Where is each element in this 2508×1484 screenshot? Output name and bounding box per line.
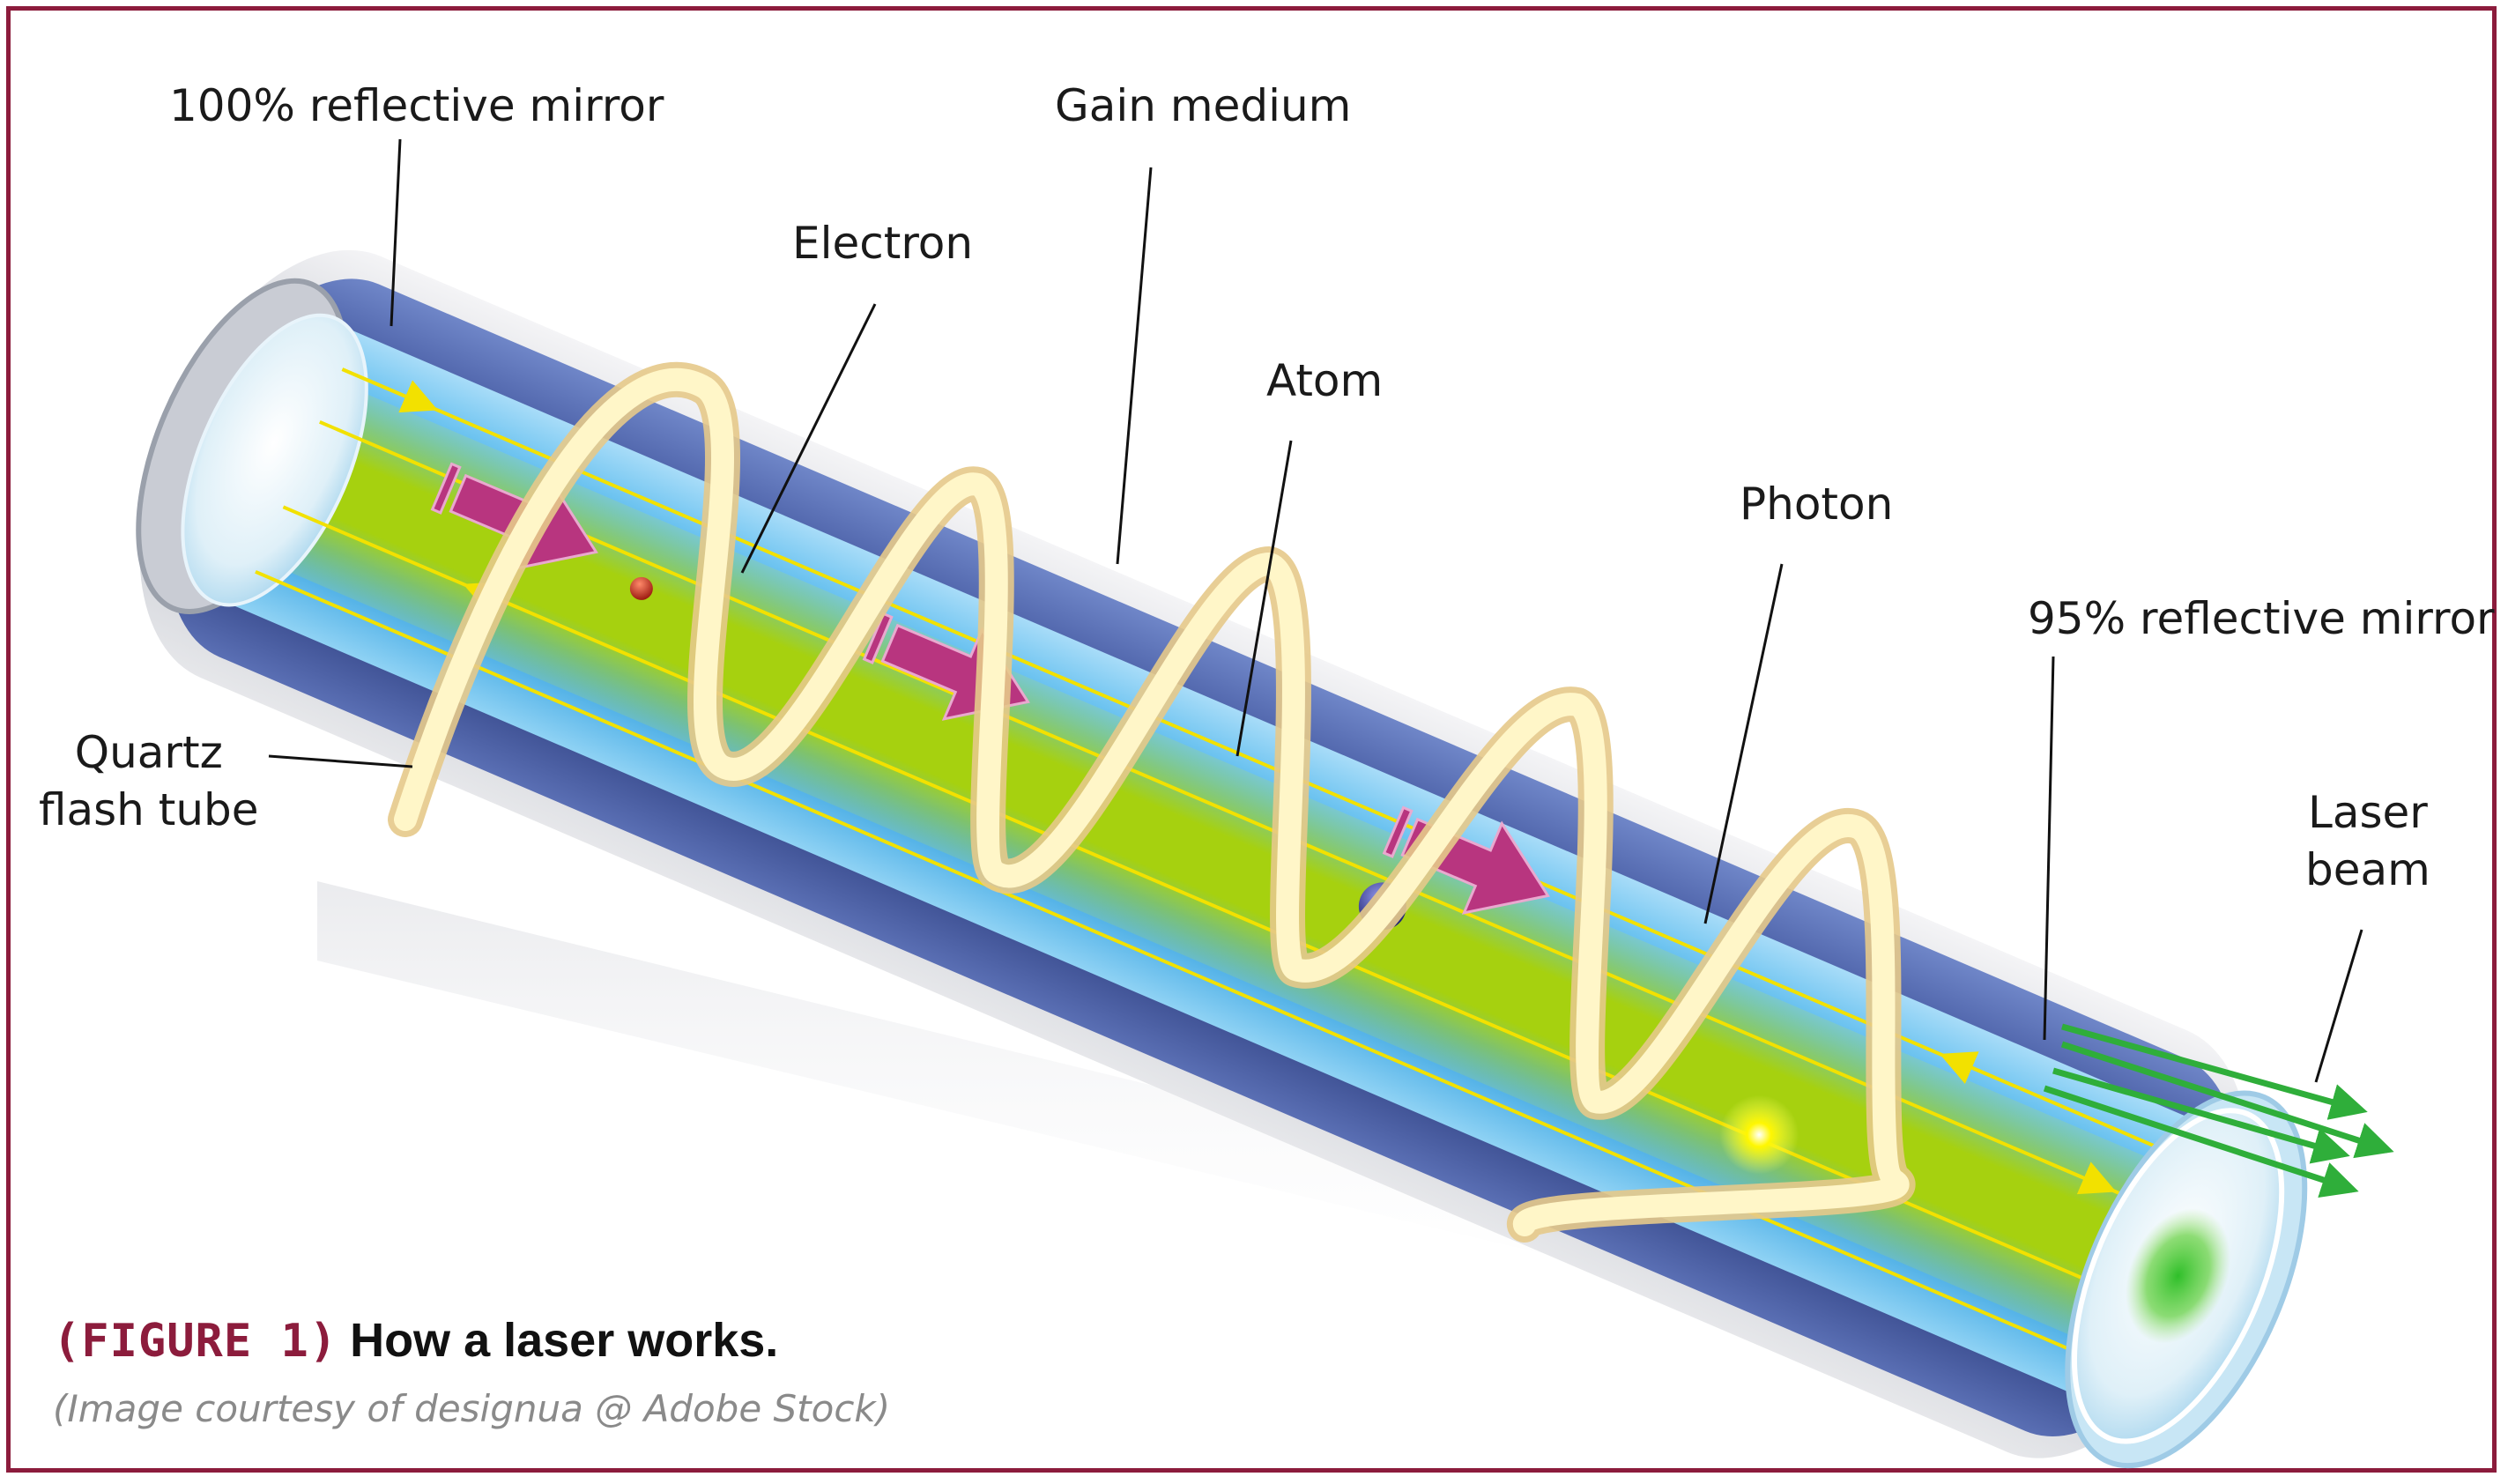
ray-arrow-icon	[341, 367, 438, 413]
electron-icon	[629, 576, 653, 600]
label-100-reflective-mirror: 100% reflective mirror	[169, 80, 664, 131]
mirror-100-icon	[181, 313, 368, 607]
label-95-reflective-mirror: 95% reflective mirror	[2028, 593, 2495, 644]
label-quartz-flash-tube: Quartz flash tube	[39, 727, 259, 835]
beam-spot	[2126, 1208, 2231, 1344]
label-atom: Atom	[1266, 355, 1384, 406]
label-photon: Photon	[1740, 479, 1894, 530]
quartz-flash-tube	[388, 361, 1916, 1243]
green-arrow-icon	[2052, 1067, 2350, 1164]
photon-icon	[1719, 1094, 1799, 1175]
figure-caption: (FIGURE 1)How a laser works.	[53, 1313, 778, 1368]
leader-lines	[268, 138, 2363, 1083]
laser-tube	[136, 249, 2308, 1469]
green-arrow-icon	[2061, 1023, 2368, 1120]
image-credit: (Image courtesy of designua @ Adobe Stoc…	[53, 1387, 891, 1430]
figure-title: How a laser works.	[350, 1314, 779, 1367]
label-gain-medium: Gain medium	[1055, 80, 1352, 131]
ray-arrow-icon	[1939, 1051, 1996, 1085]
figure-number: (FIGURE 1)	[53, 1315, 338, 1368]
label-laser-beam: Laser beam	[2305, 787, 2430, 895]
laser-beam	[2043, 1023, 2394, 1198]
label-electron: Electron	[792, 218, 974, 269]
green-arrow-icon	[2043, 1085, 2359, 1198]
ray-arrow-icon	[2044, 1160, 2117, 1195]
